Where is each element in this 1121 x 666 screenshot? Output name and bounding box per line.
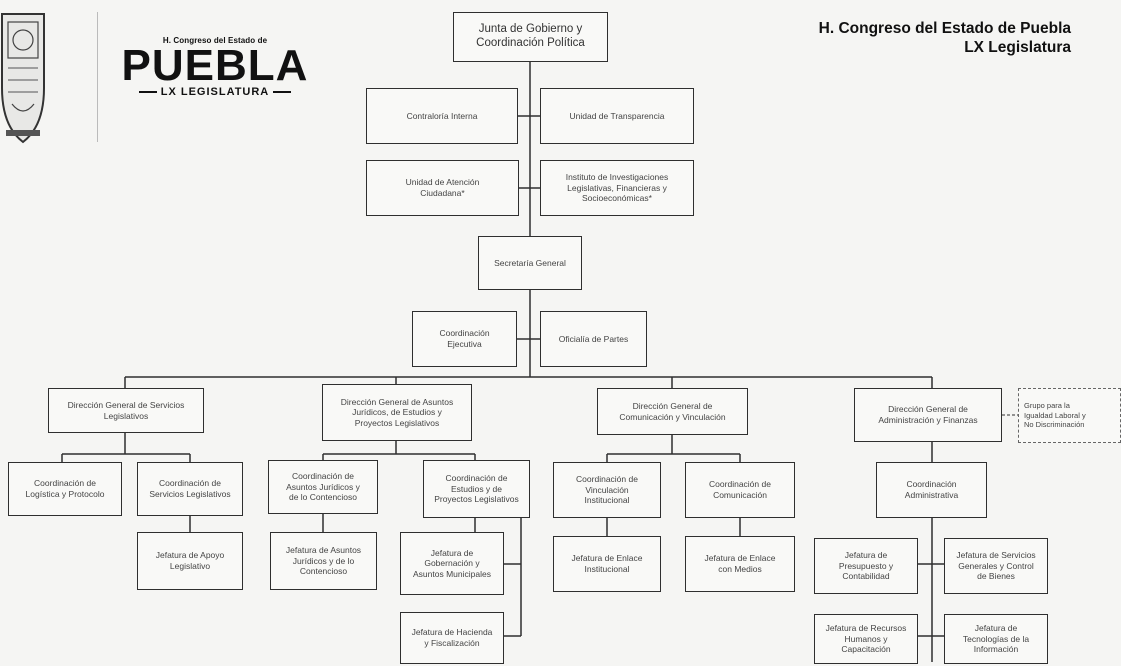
org-box-coord-serv-leg: Coordinación de Servicios Legislativos [137, 462, 243, 516]
logo-legislature-text: LX LEGISLATURA [160, 86, 270, 98]
org-box-transparencia: Unidad de Transparencia [540, 88, 694, 144]
org-box-jef-apoyo: Jefatura de Apoyo Legislativo [137, 532, 243, 590]
org-box-instituto: Instituto de Investigaciones Legislativa… [540, 160, 694, 216]
org-box-jef-presupuesto: Jefatura de Presupuesto y Contabilidad [814, 538, 918, 594]
org-box-coord-ejecutiva: Coordinación Ejecutiva [412, 311, 517, 367]
org-box-dg-comunicacion: Dirección General de Comunicación y Vinc… [597, 388, 748, 435]
org-box-jef-enlace-inst: Jefatura de Enlace Institucional [553, 536, 661, 592]
header-title: H. Congreso del Estado de Puebla [818, 20, 1071, 37]
logo-big-text: PUEBLA [121, 41, 309, 90]
congress-logo: H. Congreso del Estado de PUEBLA LX LEGI… [120, 36, 310, 98]
org-box-secretaria: Secretaría General [478, 236, 582, 290]
org-box-grupo-igualdad: Grupo para la Igualdad Laboral y No Disc… [1018, 388, 1121, 443]
org-box-coord-logistica: Coordinación de Logística y Protocolo [8, 462, 122, 516]
org-box-junta: Junta de Gobierno y Coordinación Polític… [453, 12, 608, 62]
org-box-dg-servicios: Dirección General de Servicios Legislati… [48, 388, 204, 433]
state-crest-icon [0, 13, 45, 144]
org-box-jef-tecnologias: Jefatura de Tecnologías de la Informació… [944, 614, 1048, 664]
org-box-coord-vinculacion: Coordinación de Vinculación Instituciona… [553, 462, 661, 518]
org-box-jef-servicios-gen: Jefatura de Servicios Generales y Contro… [944, 538, 1048, 594]
logo-separator [97, 12, 98, 142]
org-box-oficialia: Oficialía de Partes [540, 311, 647, 367]
org-box-coord-estudios: Coordinación de Estudios y de Proyectos … [423, 460, 530, 518]
org-box-dg-administracion: Dirección General de Administración y Fi… [854, 388, 1002, 442]
org-box-jef-recursos: Jefatura de Recursos Humanos y Capacitac… [814, 614, 918, 664]
org-box-coord-comunicacion: Coordinación de Comunicación [685, 462, 795, 518]
header-subtitle: LX Legislatura [964, 38, 1071, 56]
logo-legislature: LX LEGISLATURA [120, 86, 310, 98]
org-box-jef-enlace-medios: Jefatura de Enlace con Medios [685, 536, 795, 592]
org-box-jef-asuntos: Jefatura de Asuntos Jurídicos y de lo Co… [270, 532, 377, 590]
org-box-jef-gobernacion: Jefatura de Gobernación y Asuntos Munici… [400, 532, 504, 595]
page-header: H. Congreso del Estado de Puebla LX Legi… [819, 20, 1071, 58]
org-box-coord-asuntos: Coordinación de Asuntos Jurídicos y de l… [268, 460, 378, 514]
org-box-coord-admin: Coordinación Administrativa [876, 462, 987, 518]
org-box-atencion: Unidad de Atención Ciudadana* [366, 160, 519, 216]
logo-small-text: H. Congreso del Estado de [162, 36, 268, 45]
org-box-dg-juridicos: Dirección General de Asuntos Jurídicos, … [322, 384, 472, 441]
org-box-jef-hacienda: Jefatura de Hacienda y Fiscalización [400, 612, 504, 664]
org-box-contraloria: Contraloría Interna [366, 88, 518, 144]
